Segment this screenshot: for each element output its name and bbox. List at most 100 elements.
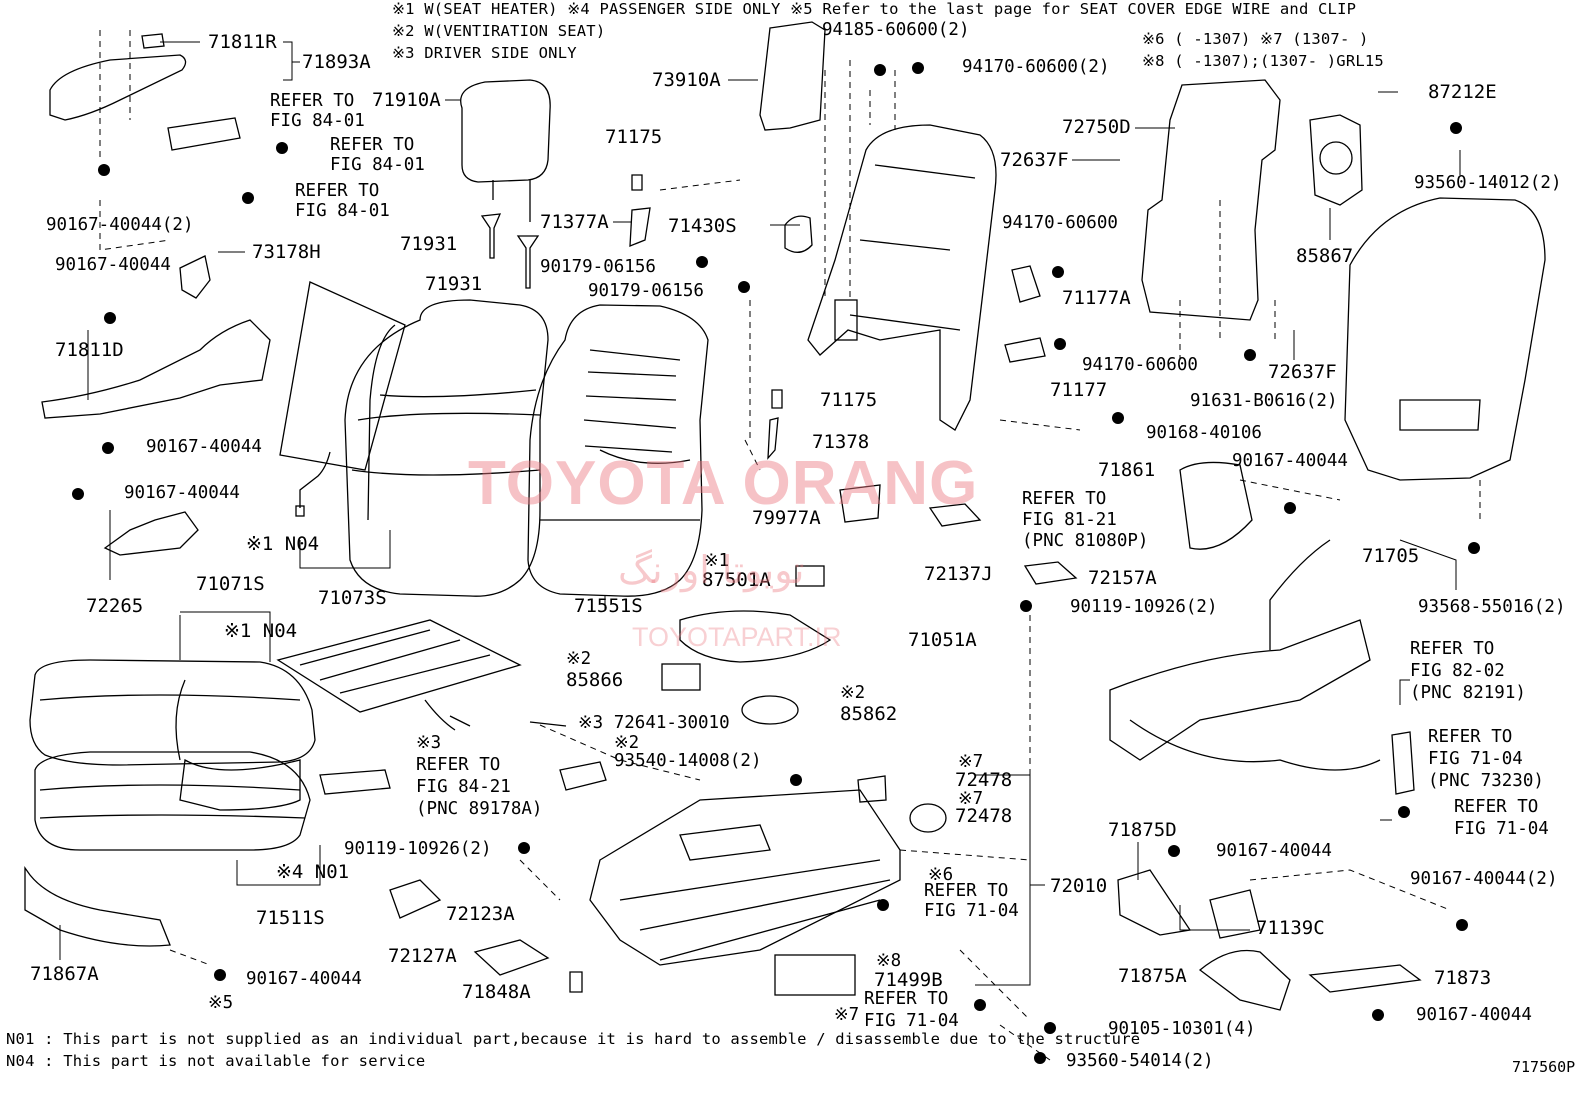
part-label: 87212E xyxy=(1428,81,1497,103)
part-label: 72137J xyxy=(924,563,993,585)
bolt-icon xyxy=(790,774,802,786)
part-label: 85866 xyxy=(566,669,623,691)
part-labels: 71811R 71893A REFER TO FIG 84-01 REFER T… xyxy=(30,20,1566,1071)
nut-icon xyxy=(974,999,986,1011)
nut-icon xyxy=(1054,338,1066,350)
bolt-icon xyxy=(242,192,254,204)
bolt-icon xyxy=(1468,542,1480,554)
bolt-icon xyxy=(1398,806,1410,818)
ref-label: REFER TO xyxy=(295,181,379,201)
part-label: 71051A xyxy=(908,629,977,651)
switch-assy-ref xyxy=(167,117,241,151)
figure-id: 717560P xyxy=(1512,1058,1576,1076)
part-label: 93560-54014(2) xyxy=(1066,1051,1214,1071)
bolt-icon xyxy=(1168,845,1180,857)
ref-label: REFER TO xyxy=(1022,489,1106,509)
lumbar-motor xyxy=(784,215,813,253)
trim-71875 xyxy=(319,769,391,795)
switch-71811R xyxy=(141,33,165,49)
hook-71378 xyxy=(767,417,779,460)
part-label: 90167-40044 xyxy=(1216,841,1332,861)
cover-72123A xyxy=(389,879,442,919)
ref-label: REFER TO xyxy=(330,135,414,155)
nut-icon xyxy=(877,899,889,911)
part-label: 71175 xyxy=(820,389,877,411)
part-label-note: ※6 xyxy=(928,865,953,885)
part-label: 71861 xyxy=(1098,459,1155,481)
sensor-87501A xyxy=(795,565,825,587)
part-label: 72637F xyxy=(1000,149,1069,171)
wire-harness xyxy=(1109,619,1371,761)
part-label: 71811D xyxy=(55,339,124,361)
part-label: 72010 xyxy=(1050,875,1107,897)
part-label-note: ※7 xyxy=(834,1005,859,1025)
seatback-cover-shape xyxy=(344,299,549,597)
side-cover-71811D xyxy=(41,319,271,419)
ref-label: REFER TO xyxy=(1454,797,1538,817)
headrest-guide-1 xyxy=(480,213,502,259)
cover-71861 xyxy=(1179,461,1253,550)
ref-label: (PNC 89178A) xyxy=(416,799,542,819)
bracket-71177 xyxy=(1004,337,1046,363)
part-label: 71848A xyxy=(462,981,531,1003)
bolt-icon xyxy=(1456,919,1468,931)
ref-label: (PNC 81080P) xyxy=(1022,531,1148,551)
part-label: 93540-14008(2) xyxy=(614,751,762,771)
bolt-72641 xyxy=(529,721,567,727)
cover-72157A xyxy=(1023,561,1078,585)
part-label: 73178H xyxy=(252,241,321,263)
part-label: 71875A xyxy=(1118,965,1187,987)
bolt-icon xyxy=(214,969,226,981)
part-label: 94170-60600 xyxy=(1082,355,1198,375)
headrest-guide-2 xyxy=(516,235,540,289)
part-label: 73910A xyxy=(652,69,721,91)
part-label: 90167-40044 xyxy=(55,255,171,275)
bracket-71139C xyxy=(1209,889,1261,939)
part-label-note: ※8 xyxy=(876,951,901,971)
fan-85862 xyxy=(741,695,799,725)
cover-72127A xyxy=(473,939,550,976)
cover-71875A xyxy=(1198,949,1291,1011)
ref-label: REFER TO xyxy=(270,91,354,111)
part-label-note: ※3 xyxy=(416,733,441,753)
part-label: 71551S xyxy=(574,595,643,617)
part-label: 94185-60600(2) xyxy=(822,20,970,40)
part-label-note: ※5 xyxy=(208,993,233,1013)
bolt-icon xyxy=(1020,600,1032,612)
part-label: 87501A xyxy=(702,569,771,591)
part-label: ※1 N04 xyxy=(224,620,297,642)
side-cover-71893A xyxy=(49,54,187,121)
part-label-note: ※2 xyxy=(840,683,865,703)
part-label: 90168-40106 xyxy=(1146,423,1262,443)
footnote-n04: N04 : This part is not available for ser… xyxy=(6,1052,426,1070)
ref-label: REFER TO xyxy=(924,881,1008,901)
note-right-1: ※6 ( -1307) ※7 (1307- ) xyxy=(1142,30,1369,48)
part-label: 71867A xyxy=(30,963,99,985)
part-label: 90179-06156 xyxy=(540,257,656,277)
ref-label: FIG 71-04 xyxy=(1454,819,1549,839)
part-label: 71378 xyxy=(812,431,869,453)
nut-icon xyxy=(874,64,886,76)
note-line-2: ※2 W(VENTIRATION SEAT) xyxy=(392,22,606,40)
part-label: 90105-10301(4) xyxy=(1108,1019,1256,1039)
cushion-heater-mat xyxy=(276,619,522,713)
back-board-sheet xyxy=(279,281,406,471)
bolt-icon xyxy=(1034,1052,1046,1064)
part-label: ※1 N04 xyxy=(246,533,319,555)
part-label: 90167-40044 xyxy=(1416,1005,1532,1025)
seatback-pad-shape xyxy=(527,304,709,597)
bolt-icon xyxy=(72,488,84,500)
clip-71175b xyxy=(771,389,783,409)
bolt-icon xyxy=(1284,502,1296,514)
part-label: 71499B xyxy=(874,969,943,991)
part-label: 90167-40044 xyxy=(146,437,262,457)
seat-track-frame xyxy=(589,789,901,966)
ref-label: FIG 71-04 xyxy=(924,901,1019,921)
ref-label: FIG 84-01 xyxy=(295,201,390,221)
part-label: 72127A xyxy=(388,945,457,967)
part-label: 90179-06156 xyxy=(588,281,704,301)
ref-label: REFER TO xyxy=(1428,727,1512,747)
part-label: 90119-10926(2) xyxy=(1070,597,1218,617)
back-board-71705 xyxy=(1344,197,1546,481)
